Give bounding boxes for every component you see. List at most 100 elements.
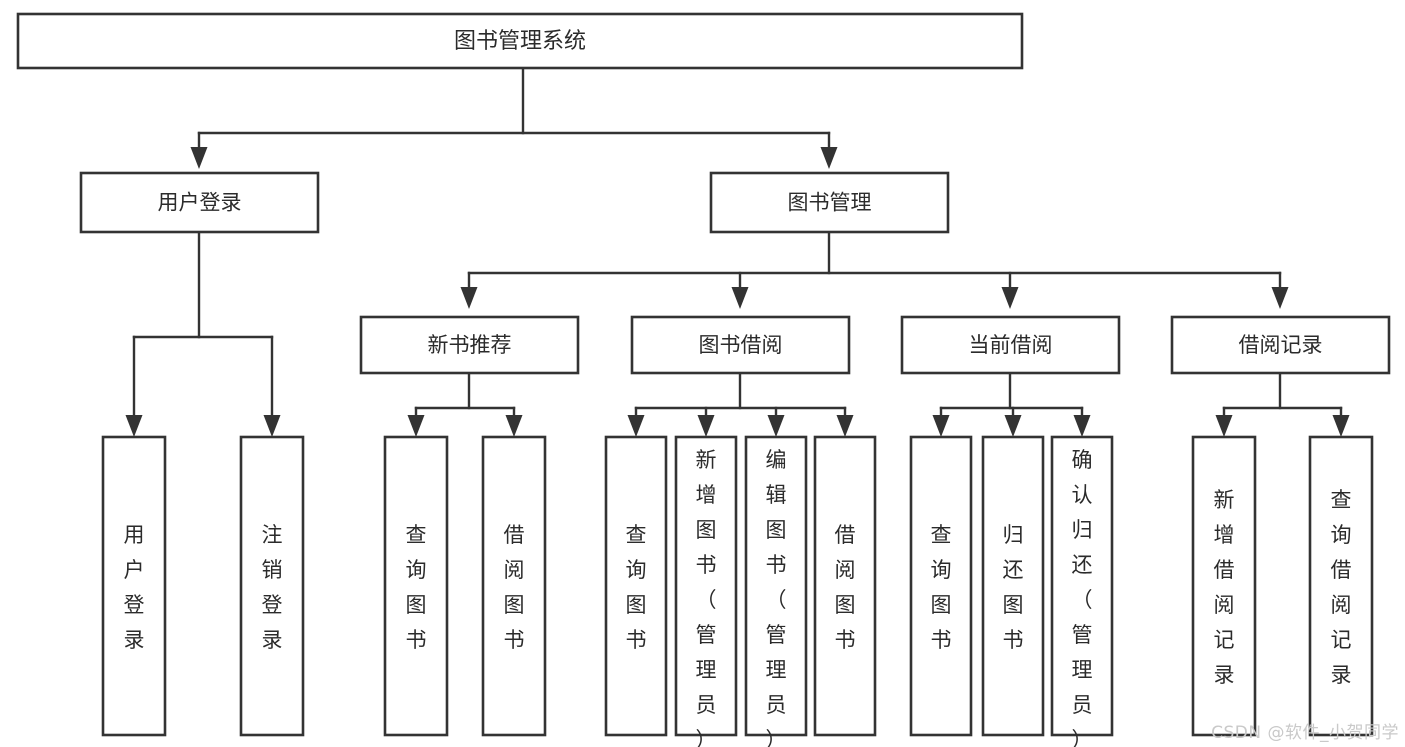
node-label-char: 图 bbox=[626, 593, 647, 617]
node-label-char: 登 bbox=[262, 593, 283, 617]
node-rect[interactable] bbox=[709, 171, 950, 234]
node-label-char: 图 bbox=[696, 518, 717, 542]
node-label-char: 归 bbox=[1072, 518, 1093, 542]
node-label-char: 确 bbox=[1072, 448, 1093, 472]
node-label-char: 查 bbox=[1331, 488, 1352, 512]
node-rect[interactable] bbox=[101, 435, 167, 737]
node-label-char: 记 bbox=[1214, 628, 1235, 652]
node-label-char: 辑 bbox=[766, 483, 787, 507]
node-label-char: ） bbox=[696, 728, 717, 747]
node-label: 借阅记录 bbox=[1239, 333, 1323, 357]
arrow-head-icon bbox=[697, 415, 715, 437]
node-label-char: 新 bbox=[696, 448, 717, 472]
node-label-char: 书 bbox=[835, 628, 856, 652]
node-rect[interactable] bbox=[909, 435, 973, 737]
node-label: 图书管理 bbox=[788, 191, 872, 215]
node-label-char: 认 bbox=[1072, 483, 1093, 507]
arrow-head-icon bbox=[407, 415, 425, 437]
node-label-char: 理 bbox=[696, 658, 717, 682]
node-label-char: 书 bbox=[1003, 628, 1024, 652]
node-rect[interactable] bbox=[1191, 435, 1257, 737]
node-label-char: ） bbox=[766, 728, 787, 747]
node-label: 用户登录 bbox=[158, 191, 242, 215]
node-label-char: 理 bbox=[1072, 658, 1093, 682]
node-label-char: 录 bbox=[124, 628, 145, 652]
arrow-head-icon bbox=[1271, 287, 1289, 309]
node-borrow-record[interactable]: 借阅记录 bbox=[1170, 315, 1391, 375]
node-label-char: 注 bbox=[262, 523, 283, 547]
node-new-book-recommend[interactable]: 新书推荐 bbox=[359, 315, 580, 375]
node-label-char: 增 bbox=[1214, 523, 1235, 547]
node-label-char: 书 bbox=[504, 628, 525, 652]
node-label-char: 编 bbox=[766, 448, 787, 472]
connector-userlogin-to-leaves bbox=[125, 230, 281, 437]
node-rect[interactable] bbox=[674, 435, 738, 737]
node-rect[interactable] bbox=[1170, 315, 1391, 375]
arrow-head-icon bbox=[731, 287, 749, 309]
node-label-char: 书 bbox=[696, 553, 717, 577]
node-label-char: 书 bbox=[766, 553, 787, 577]
node-label-char: 图 bbox=[1003, 593, 1024, 617]
node-rect[interactable] bbox=[900, 315, 1121, 375]
node-label-char: 用 bbox=[124, 523, 145, 547]
arrow-head-icon bbox=[1001, 287, 1019, 309]
node-rect[interactable] bbox=[744, 435, 808, 737]
node-label-char: 员 bbox=[766, 693, 787, 717]
node-rect[interactable] bbox=[1308, 435, 1374, 737]
node-rect[interactable] bbox=[604, 435, 668, 737]
node-rect[interactable] bbox=[359, 315, 580, 375]
node-label-char: 阅 bbox=[504, 558, 525, 582]
node-label-char: 询 bbox=[1331, 523, 1352, 547]
node-rect[interactable] bbox=[79, 171, 320, 234]
node-label-char: 阅 bbox=[1331, 593, 1352, 617]
arrow-head-icon bbox=[1073, 415, 1091, 437]
node-label-char: 询 bbox=[406, 558, 427, 582]
node-rect[interactable] bbox=[16, 12, 1024, 70]
node-root[interactable]: 图书管理系统 bbox=[16, 12, 1024, 70]
node-rect[interactable] bbox=[239, 435, 305, 737]
node-label: 图书管理系统 bbox=[454, 29, 586, 54]
arrow-head-icon bbox=[1215, 415, 1233, 437]
node-label-char: 阅 bbox=[1214, 593, 1235, 617]
node-label: 当前借阅 bbox=[969, 333, 1053, 357]
arrow-head-icon bbox=[627, 415, 645, 437]
connector-root-to-level2 bbox=[190, 66, 838, 169]
node-label-char: 管 bbox=[1072, 623, 1093, 647]
node-rect[interactable] bbox=[981, 435, 1045, 737]
node-book-borrow[interactable]: 图书借阅 bbox=[630, 315, 851, 375]
node-label-char: 新 bbox=[1214, 488, 1235, 512]
node-rect[interactable] bbox=[481, 435, 547, 737]
leaf-node-leaf-user-login[interactable]: 用户登录 bbox=[101, 435, 167, 737]
node-label-char: 图 bbox=[931, 593, 952, 617]
node-label: 新书推荐 bbox=[428, 333, 512, 357]
node-rect[interactable] bbox=[1050, 435, 1114, 737]
connector-record-to-leaves bbox=[1215, 371, 1350, 437]
node-user-login[interactable]: 用户登录 bbox=[79, 171, 320, 234]
node-rect[interactable] bbox=[813, 435, 877, 737]
node-current-borrow[interactable]: 当前借阅 bbox=[900, 315, 1121, 375]
watermark-label: CSDN @软件_小贺同学 bbox=[1211, 723, 1399, 743]
node-label-char: 录 bbox=[1214, 663, 1235, 687]
node-rect[interactable] bbox=[383, 435, 449, 737]
node-book-manage[interactable]: 图书管理 bbox=[709, 171, 950, 234]
node-label-char: 销 bbox=[262, 558, 283, 582]
node-label-char: 借 bbox=[835, 523, 856, 547]
node-label-char: 借 bbox=[1214, 558, 1235, 582]
node-rect[interactable] bbox=[630, 315, 851, 375]
